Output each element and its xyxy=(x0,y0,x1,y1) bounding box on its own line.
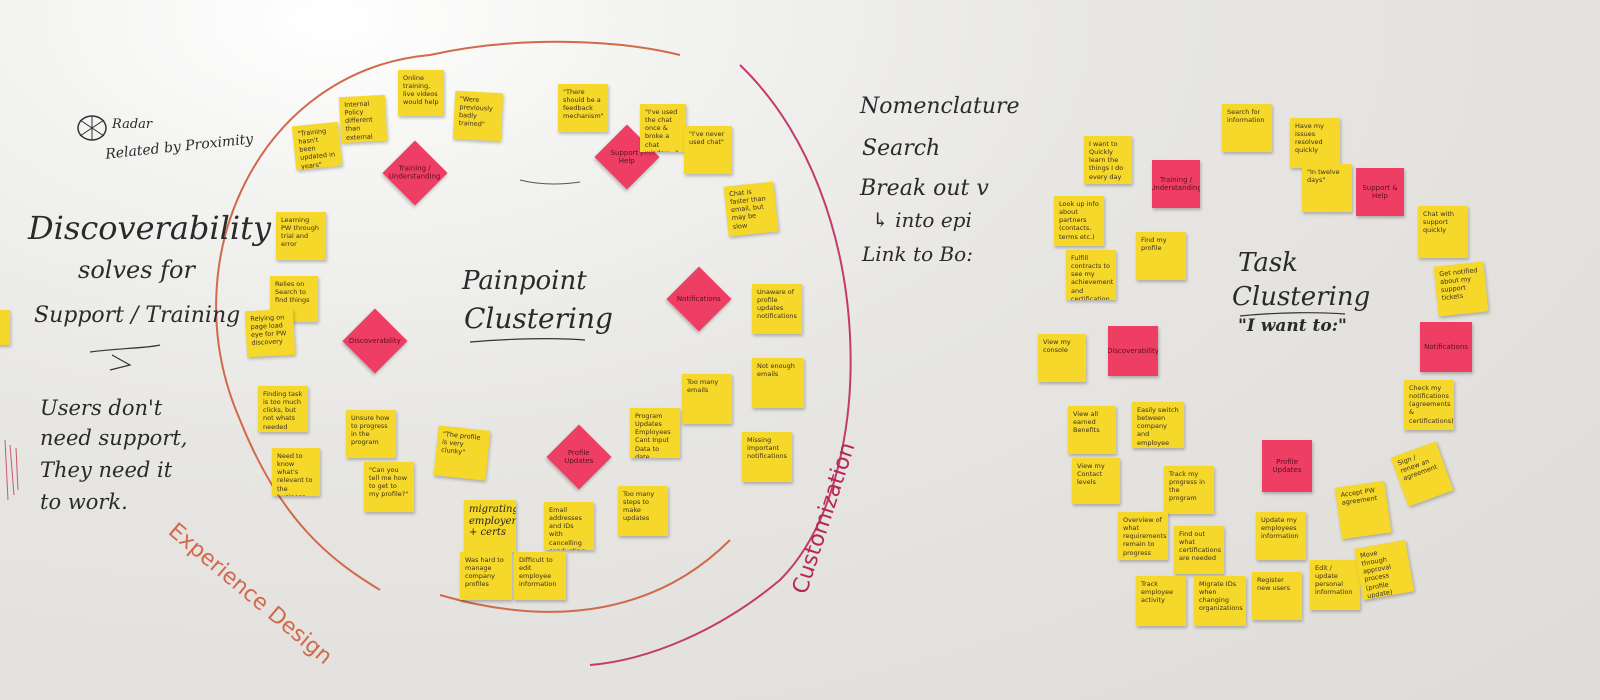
pain-note: Not enough emails xyxy=(752,358,804,408)
task-note: View my console xyxy=(1038,334,1086,382)
pain-note: Too many emails xyxy=(682,374,732,424)
discoverability-line3: Support / Training xyxy=(34,303,241,328)
task-subtitle: "I want to:" xyxy=(1238,316,1347,336)
pain-note: Online training, live videos would help xyxy=(398,70,444,116)
pain-note: Learning PW through trial and error xyxy=(276,212,326,260)
smudge-line xyxy=(519,179,581,185)
task-note: Edit / update personal information xyxy=(1310,560,1360,610)
pain-note: "Training hasn't been updated in years" xyxy=(291,121,343,171)
pain-note: "There should be a feedback mechanism" xyxy=(558,84,608,132)
task-note: Migrate IDs when changing organizations xyxy=(1194,576,1246,626)
task-note: Chat with support quickly xyxy=(1418,206,1468,258)
orange-arc-top xyxy=(429,40,681,56)
pain-note: Chat is faster than email, but may be sl… xyxy=(723,181,779,237)
task-title-line1: Task xyxy=(1238,248,1298,278)
painpoint-title-line1: Painpoint xyxy=(462,266,587,296)
users-line2: need support, xyxy=(40,426,188,450)
nomenclature-text: Nomenclature xyxy=(860,94,1020,119)
discoverability-line2: solves for xyxy=(78,256,195,284)
task-title-line2: Clustering xyxy=(1232,282,1371,312)
task-note: Fulfill contracts to see my achievement … xyxy=(1066,250,1116,300)
task-note: Update my employees information xyxy=(1256,512,1306,560)
arrow-down xyxy=(109,354,132,371)
pain-note: Email addresses and IDs with cancelling … xyxy=(544,502,594,550)
task-pink-profile: Profile Updates xyxy=(1262,440,1312,492)
pain-note: "The profile is very clunky" xyxy=(433,425,491,481)
task-note: Have my issues resolved quickly xyxy=(1290,118,1340,168)
task-note: Move through approval process (profile u… xyxy=(1353,539,1415,601)
pain-note: Missing important notifications xyxy=(742,432,792,482)
pain-note: Difficult to edit employee information xyxy=(514,552,566,600)
task-note: Search for information xyxy=(1222,104,1272,152)
task-pink-discoverability: Discoverability xyxy=(1108,326,1158,376)
task-note: Accept PW agreement xyxy=(1334,480,1392,540)
task-pink-training: Training / Understanding xyxy=(1152,160,1200,208)
task-note: "In twelve days" xyxy=(1302,164,1352,212)
task-note: I want to Quickly learn the things I do … xyxy=(1084,136,1132,184)
task-pink-notifications: Notifications xyxy=(1420,322,1472,372)
red-strokes xyxy=(4,439,19,501)
radar-cross xyxy=(79,116,105,140)
task-note: View all earned Benefits xyxy=(1068,406,1116,454)
discoverability-line1: Discoverability xyxy=(28,209,272,247)
pain-note: Unsure how to progress in the program xyxy=(346,410,396,458)
task-note: Check my notifications (agreements & cer… xyxy=(1404,380,1454,430)
pain-note: "I've never used chat" xyxy=(684,126,732,174)
pain-note: Internal Policy different than external xyxy=(338,94,388,144)
link-to-text: Link to Bo: xyxy=(862,242,973,266)
pain-note: Need to know what's relevant to the busi… xyxy=(272,448,320,496)
pain-note: Was hard to manage company profiles xyxy=(460,552,512,600)
task-note: Get notified about my support tickets xyxy=(1433,261,1489,317)
into-epic-text: ↳ into epi xyxy=(872,208,972,232)
users-line1: Users don't xyxy=(40,396,163,420)
task-pink-support: Support & Help xyxy=(1356,168,1404,216)
pain-note: Unaware of profile updates notifications xyxy=(752,284,802,334)
break-out-text: Break out v xyxy=(860,176,989,201)
pink-arc xyxy=(589,64,852,666)
users-line3: They need it xyxy=(40,458,173,482)
task-note: Look up info about partners (contacts, t… xyxy=(1054,196,1104,246)
pain-underline xyxy=(469,338,586,343)
search-text: Search xyxy=(862,136,941,161)
pain-note: migrating employers + certs xyxy=(464,500,516,552)
pain-note: "Were previously badly trained" xyxy=(452,90,504,142)
pain-note: Relying on page load eye for PW discover… xyxy=(244,308,296,358)
pain-note: "Can you tell me how to get to my profil… xyxy=(364,462,414,512)
task-note: Find out what certifications are needed xyxy=(1174,526,1224,574)
pain-note: Too many steps to make updates xyxy=(618,486,668,536)
orange-arc-bottom xyxy=(439,539,731,613)
task-note: Overview of what requirements remain to … xyxy=(1118,512,1168,560)
task-note: Easily switch between company and employ… xyxy=(1132,402,1184,448)
task-note: View my Contact levels xyxy=(1072,458,1120,504)
pain-note: Relies on Search to find things xyxy=(270,276,318,322)
task-note: Find my profile xyxy=(1136,232,1186,280)
task-note: Register new users xyxy=(1252,572,1302,620)
pain-note: Program Updates Employees Cant Input Dat… xyxy=(630,408,680,458)
disc-underline xyxy=(89,344,161,353)
pain-note: "I've used the chat once & broke a chat … xyxy=(640,104,686,152)
left-edge-sticky xyxy=(0,310,10,345)
radar-label: Radar xyxy=(112,117,153,132)
painpoint-title-line2: Clustering xyxy=(464,302,613,335)
task-note: Track employee activity xyxy=(1136,576,1186,626)
task-underline xyxy=(1239,312,1346,317)
pain-note: Finding task is too much clicks, but not… xyxy=(258,386,308,432)
orange-arc xyxy=(215,54,431,591)
users-line4: to work. xyxy=(40,490,128,514)
task-note: Track my progress in the program xyxy=(1164,466,1214,514)
